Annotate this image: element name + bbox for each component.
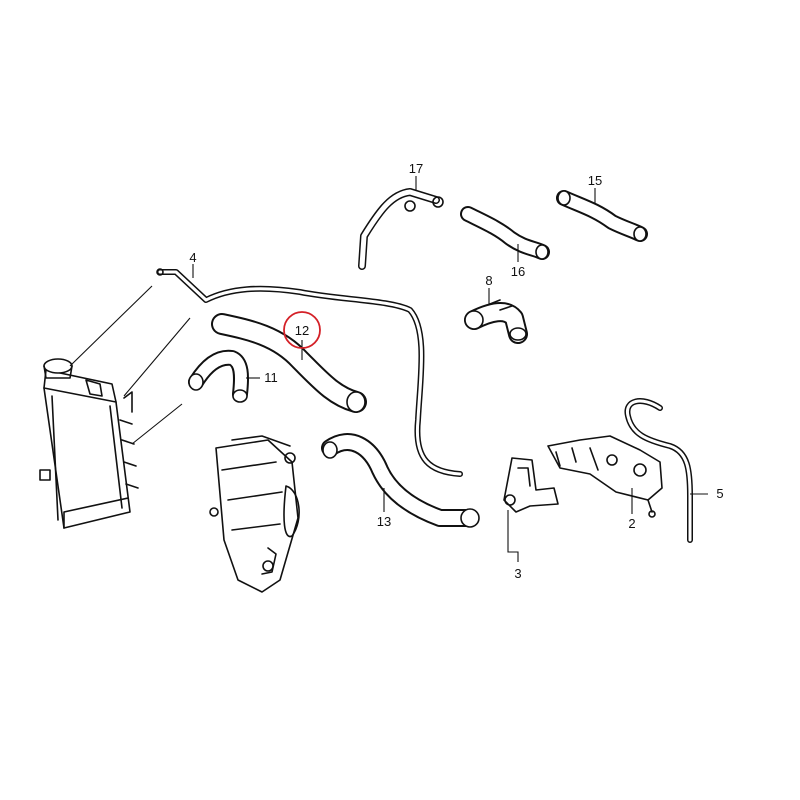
callout-4: 4 — [189, 250, 196, 265]
callout-17: 17 — [409, 161, 423, 176]
callout-16: 16 — [511, 264, 525, 279]
leader-line-upper — [123, 317, 191, 397]
leader-line-lower — [131, 403, 183, 445]
callout-3: 3 — [514, 566, 521, 581]
part-8-elbow-joint — [464, 299, 528, 344]
hose-4-overflow-tube — [156, 268, 463, 477]
hose-16 — [460, 206, 550, 260]
callout-12-highlight-circle — [283, 311, 321, 349]
callout-15: 15 — [588, 173, 602, 188]
callout-5: 5 — [716, 486, 723, 501]
leader-3 — [507, 510, 519, 562]
part-2-thermostat-housing — [547, 435, 663, 518]
hose-13 — [321, 433, 480, 528]
hose-5 — [624, 398, 693, 543]
callout-13: 13 — [377, 514, 391, 529]
callout-11: 11 — [264, 370, 278, 385]
leader-line-cap — [69, 285, 153, 367]
radiator-assembly — [39, 358, 139, 529]
part-3-bracket — [503, 457, 559, 513]
hose-11 — [188, 349, 249, 403]
callout-12: 12 — [295, 323, 309, 338]
hose-12 — [211, 313, 367, 413]
callout-2: 2 — [628, 516, 635, 531]
hose-17 — [358, 188, 444, 270]
reservoir-tank — [209, 435, 300, 593]
callout-8: 8 — [485, 273, 492, 288]
hose-15 — [556, 190, 648, 242]
